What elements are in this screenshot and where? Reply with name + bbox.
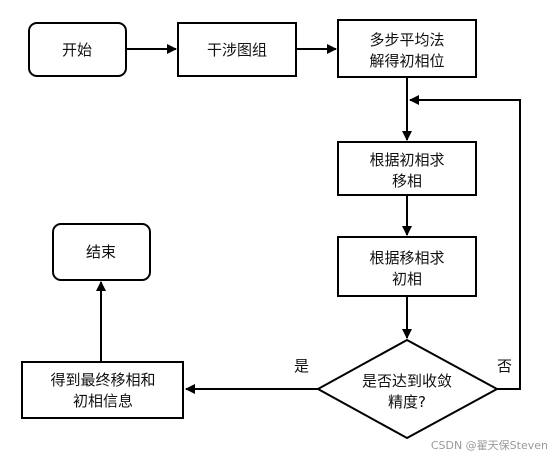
decision-label-line1: 是否达到收敛 <box>362 372 452 390</box>
multistep-label-line2: 解得初相位 <box>369 52 444 70</box>
convergence-decision: 是否达到收敛 精度? <box>315 338 500 440</box>
interference-node: 干涉图组 <box>177 22 297 77</box>
start-label: 开始 <box>62 41 92 59</box>
multistep-label-line1: 多步平均法 <box>369 31 444 49</box>
decision-label-line2: 精度? <box>388 393 426 411</box>
multistep-node: 多步平均法 解得初相位 <box>337 19 477 78</box>
end-label: 结束 <box>86 243 116 261</box>
watermark: CSDN @翟天保Steven <box>431 438 548 452</box>
calc-phase-label-line1: 根据移相求 <box>369 249 444 267</box>
start-node: 开始 <box>28 22 127 77</box>
no-label: 否 <box>497 357 512 375</box>
edge-no-loop <box>409 95 521 390</box>
calc-phase-label-line2: 初相 <box>392 270 422 288</box>
result-label-line2: 初相信息 <box>73 392 133 410</box>
yes-label: 是 <box>294 357 309 375</box>
calc-phase-node: 根据移相求 初相 <box>337 236 477 297</box>
result-node: 得到最终移相和 初相信息 <box>21 361 184 419</box>
calc-shift-label-line2: 移相 <box>392 172 422 190</box>
calc-shift-node: 根据初相求 移相 <box>337 141 477 196</box>
interference-label: 干涉图组 <box>207 41 267 59</box>
end-node: 结束 <box>52 223 151 281</box>
calc-shift-label-line1: 根据初相求 <box>369 151 444 169</box>
result-label-line1: 得到最终移相和 <box>50 371 155 389</box>
